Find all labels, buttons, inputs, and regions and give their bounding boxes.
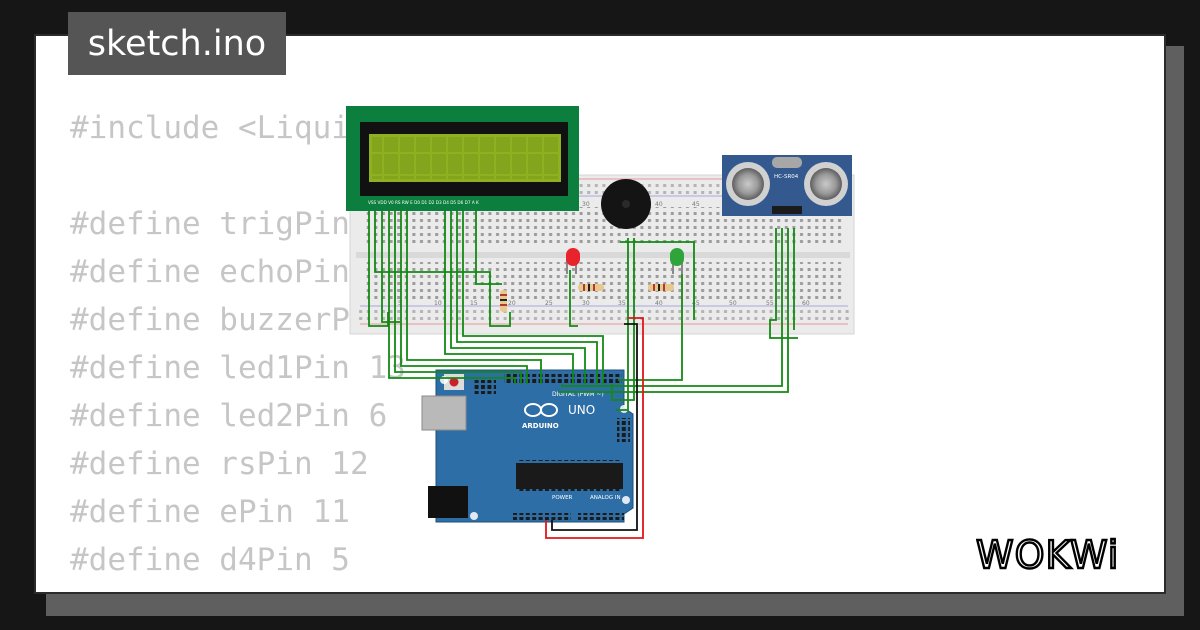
board-brand: ARDUINO [522,422,559,430]
code-line: #define rsPin 12 [70,446,369,482]
red-led[interactable] [566,248,580,274]
buzzer[interactable] [601,179,651,229]
breadboard-number: 60 [802,300,810,307]
code-line: #define buzzerPin 7 [70,302,425,338]
breadboard-number: 55 [766,300,774,307]
code-line: #define d5Pin 4 [70,584,555,592]
resistor[interactable] [648,284,674,291]
analog-header[interactable] [578,513,624,520]
lcd-pin-labels: VSS VDD V0 RS RW E D0 D1 D2 D3 D4 D5 D6 … [368,200,479,205]
code-line: #define led2Pin 6 [70,398,388,434]
breadboard-number: 15 [470,300,478,307]
breadboard-number: 40 [655,201,663,208]
ultrasonic-sensor[interactable]: HC-SR04 [722,155,852,216]
lcd-display[interactable]: VSS VDD V0 RS RW E D0 D1 D2 D3 D4 D5 D6 … [346,106,579,211]
breadboard-number: 25 [545,300,553,307]
breadboard-number: 10 [434,300,442,307]
sensor-label: HC-SR04 [774,174,799,180]
breadboard-number: 5 [398,300,402,307]
resistor[interactable] [500,290,507,312]
code-line: #define d4Pin 5 [70,542,350,578]
breadboard-number: 30 [582,300,590,307]
breadboard-number: 45 [692,201,700,208]
usb-port [421,395,467,431]
breadboard-number: 50 [729,300,737,307]
microcontroller-chip [516,463,623,489]
green-led[interactable] [670,248,684,274]
digital-header[interactable] [504,374,622,383]
power-label: POWER [552,495,573,501]
breadboard-number: 20 [508,300,516,307]
logo-text: WOKWi [976,533,1119,576]
arduino-logo [524,403,558,417]
code-line: #define ePin 11 [70,494,350,530]
analog-label: ANALOG IN [590,495,621,501]
board-model: UNO [568,403,595,417]
arduino-uno-board[interactable]: DIGITAL (PWM ~) UNO ARDUINO POWER ANALOG… [421,369,634,523]
power-jack [428,486,468,518]
resistor[interactable] [578,284,604,291]
breadboard-number: 35 [618,300,626,307]
code-line: #define led1Pin 13 [70,350,406,386]
breadboard-number: 30 [582,201,590,208]
power-header[interactable] [513,513,571,520]
wokwi-logo: WOKWi [976,532,1120,576]
digital-label: DIGITAL (PWM ~) [552,391,604,398]
breadboard-number: 45 [692,300,700,307]
wires [368,208,798,539]
breadboard-number: 40 [655,300,663,307]
sketch-title: sketch.ino [68,12,286,75]
